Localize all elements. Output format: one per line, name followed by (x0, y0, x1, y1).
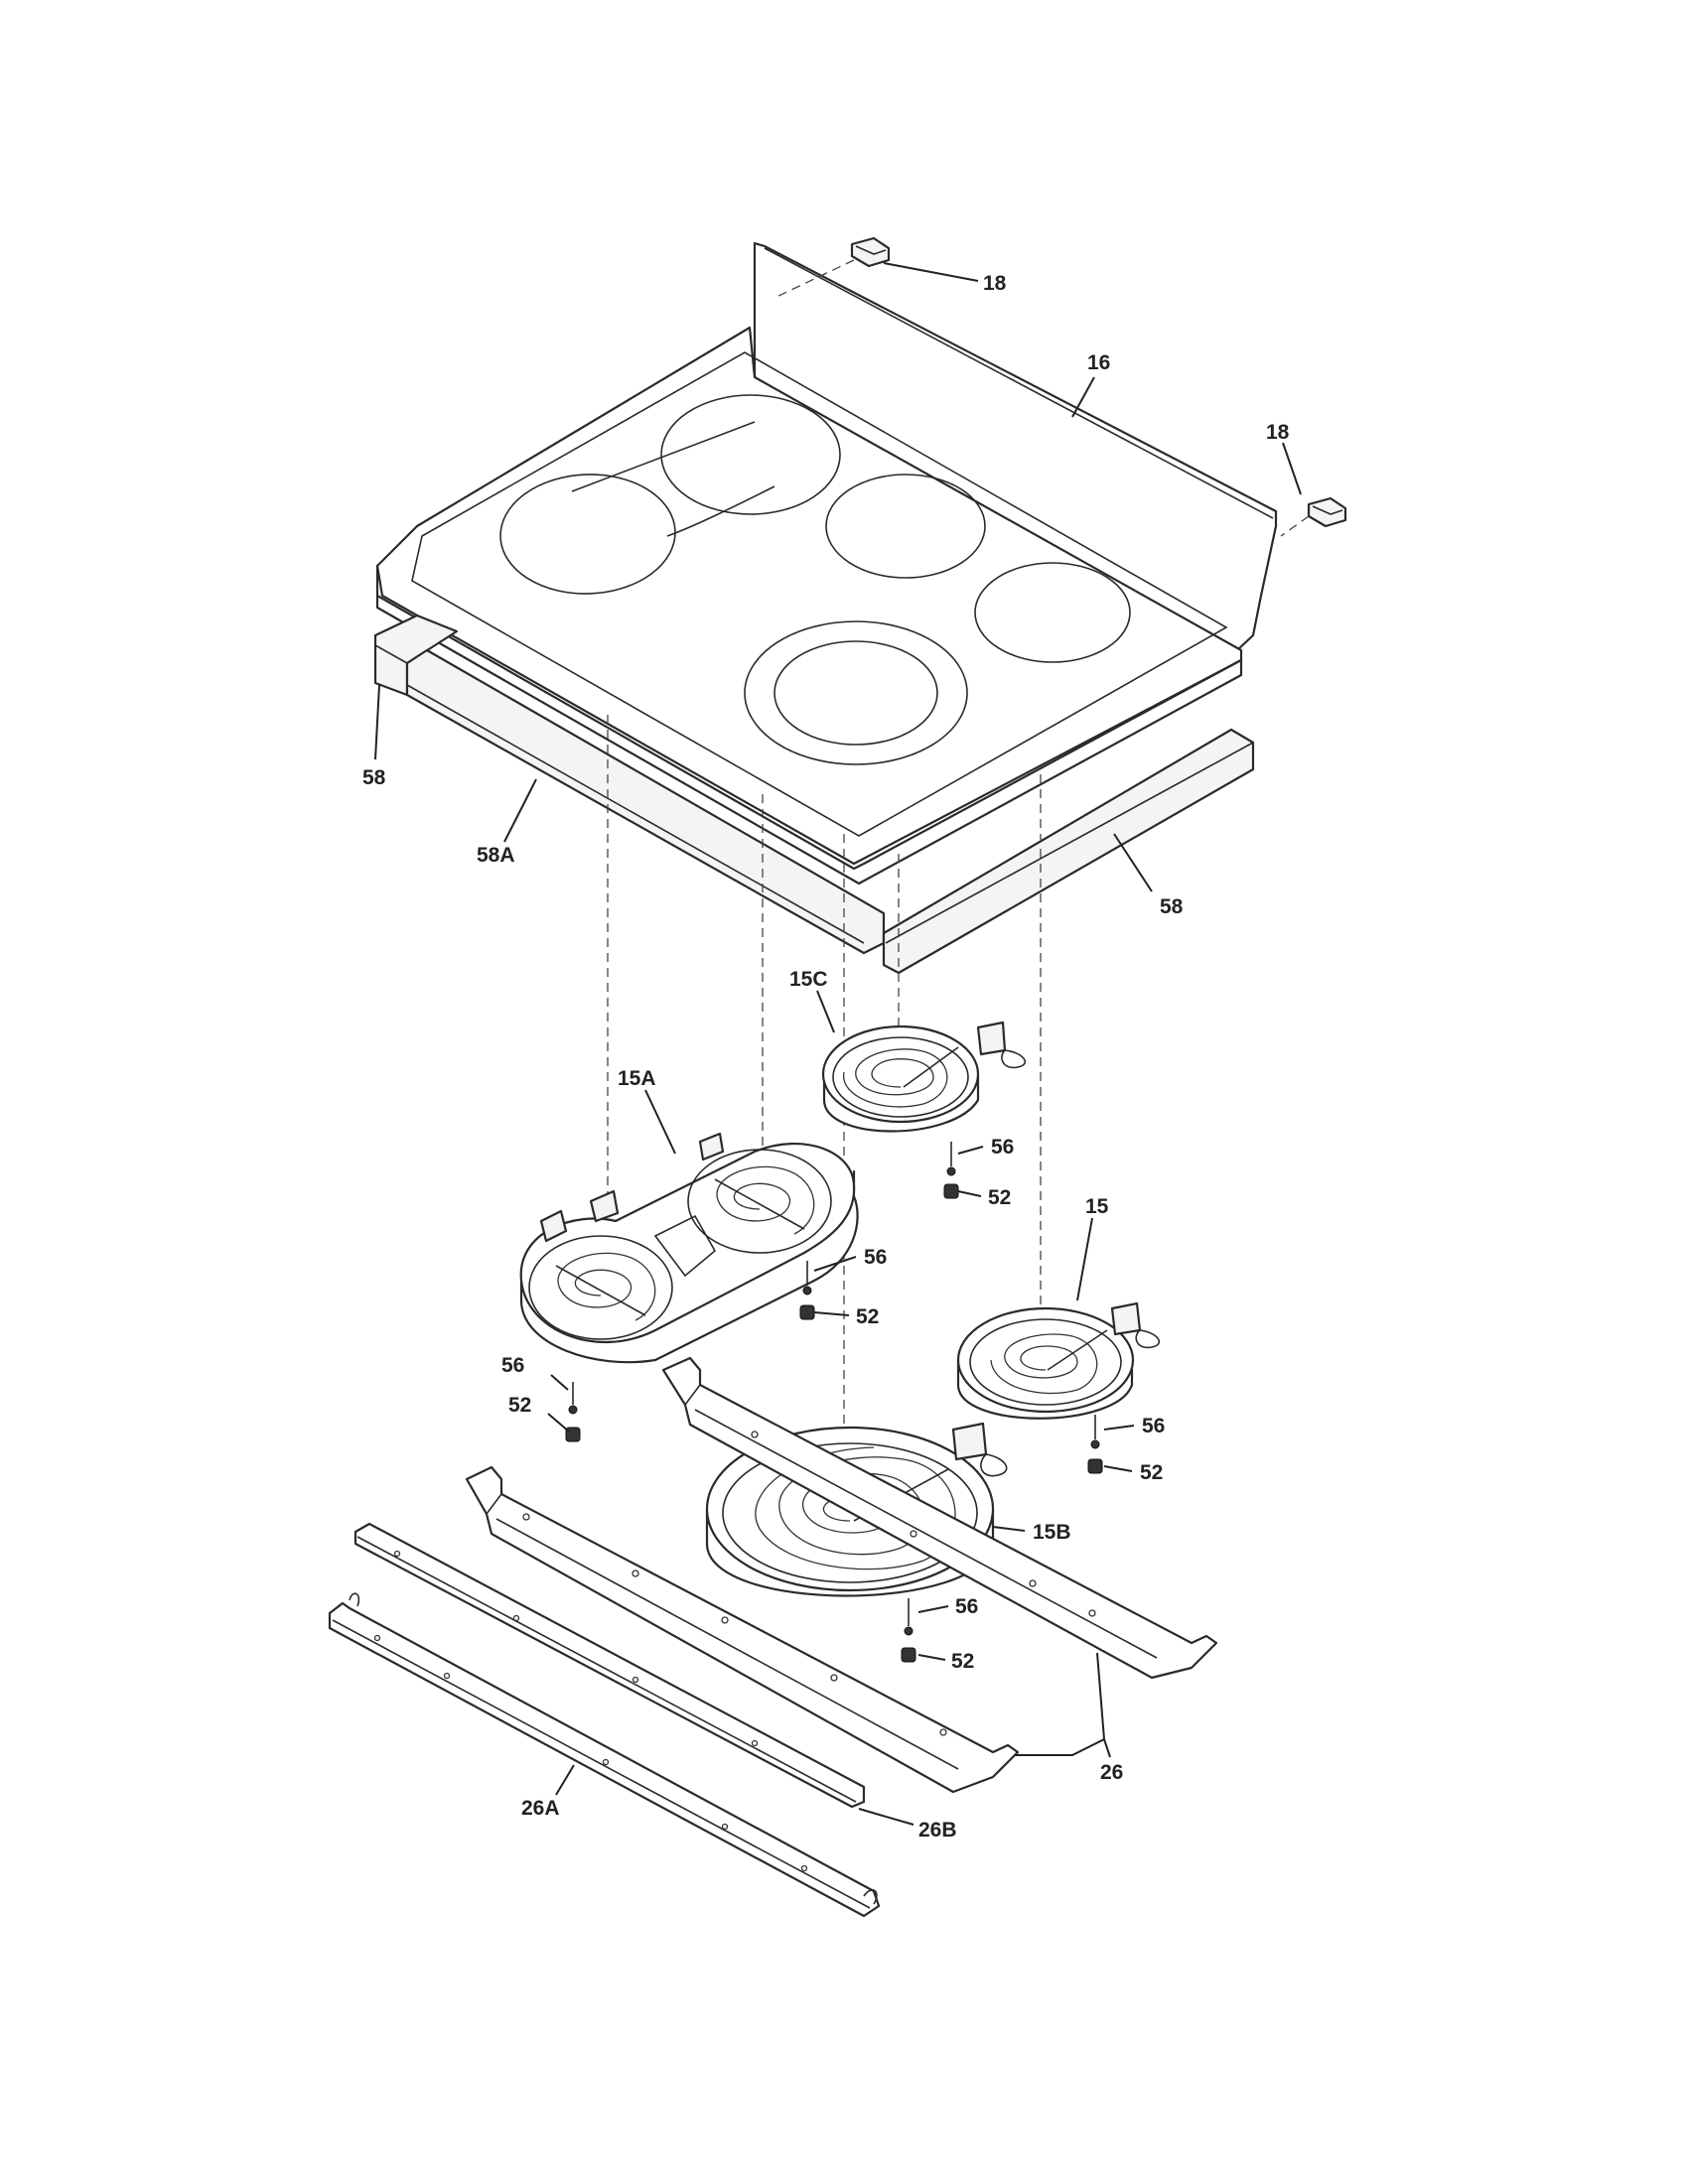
label-18-right: 18 (1266, 421, 1290, 444)
support-bracket-front-26 (465, 1465, 1020, 1794)
part-labels: 18 16 18 58 58A 58 15C 15A 56 52 56 52 1… (362, 272, 1290, 1842)
label-56-b: 56 (864, 1246, 887, 1269)
label-58-right: 58 (1160, 895, 1184, 918)
label-52-a: 52 (988, 1186, 1011, 1209)
screw-56-e (904, 1598, 914, 1636)
nut-52-a (943, 1183, 959, 1199)
cooktop-glass (375, 241, 1278, 886)
label-52-c: 52 (508, 1394, 531, 1417)
nut-52-d (1087, 1458, 1103, 1474)
label-16: 16 (1087, 351, 1110, 374)
nut-52-e (901, 1647, 916, 1663)
label-58-left: 58 (362, 766, 386, 789)
mounting-strip-26a (328, 1592, 881, 1918)
mounting-strip-26b (353, 1522, 866, 1809)
label-56-c: 56 (501, 1354, 524, 1377)
screw-56-c (568, 1382, 578, 1415)
label-58a: 58A (477, 844, 515, 867)
label-56-e: 56 (955, 1595, 978, 1618)
label-56-d: 56 (1142, 1415, 1165, 1437)
screw-56-b (802, 1261, 812, 1296)
label-18-top: 18 (983, 272, 1007, 295)
radiant-element-15a (519, 1132, 859, 1364)
radiant-element-15 (956, 1301, 1161, 1420)
label-26a: 26A (521, 1797, 560, 1820)
nut-52-c (565, 1427, 581, 1442)
support-bracket-rear-26 (661, 1356, 1218, 1680)
radiant-element-15c (821, 1021, 1027, 1133)
label-15b: 15B (1033, 1521, 1071, 1544)
insulation-strip-right-58 (882, 728, 1255, 975)
nut-52-b (799, 1304, 815, 1320)
label-15c: 15C (789, 968, 828, 991)
leader-lines (374, 262, 1302, 1826)
hinge-clip-right (1280, 496, 1347, 537)
label-56-a: 56 (991, 1136, 1014, 1159)
label-26: 26 (1100, 1761, 1123, 1784)
label-52-e: 52 (951, 1650, 974, 1673)
label-52-b: 52 (856, 1305, 879, 1328)
screw-56-a (946, 1142, 956, 1176)
label-15a: 15A (618, 1067, 656, 1090)
screw-56-d (1090, 1415, 1100, 1449)
label-15: 15 (1085, 1195, 1109, 1218)
label-26b: 26B (918, 1819, 957, 1842)
label-52-d: 52 (1140, 1461, 1163, 1484)
hinge-clip-left (774, 236, 891, 299)
